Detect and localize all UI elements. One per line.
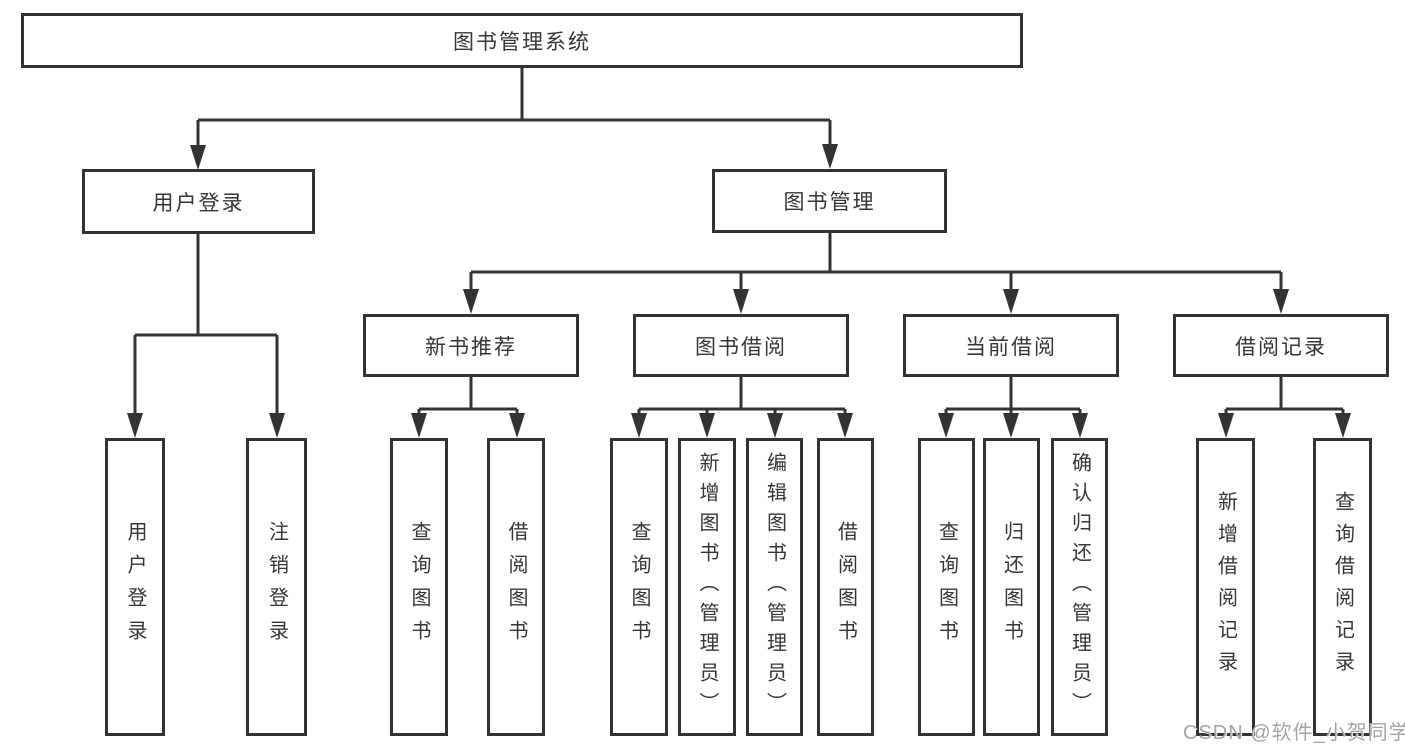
leaf-return-book-label: 归还图书 [1000, 521, 1023, 653]
node-root-label: 图书管理系统 [453, 30, 591, 54]
leaf-query-borrow-record-label: 查询借阅记录 [1331, 491, 1354, 683]
leaf-query-book-1: 查询图书 [390, 438, 448, 736]
node-borrowing-records-label: 借阅记录 [1235, 335, 1327, 359]
leaf-borrow-book-1: 借阅图书 [487, 438, 545, 736]
leaf-add-borrow-record-label: 新增借阅记录 [1214, 491, 1237, 683]
leaf-borrow-book-2: 借阅图书 [817, 438, 874, 736]
node-current-borrowing-label: 当前借阅 [965, 335, 1057, 359]
leaf-query-book-3-label: 查询图书 [935, 521, 958, 653]
node-book-management: 图书管理 [712, 169, 947, 233]
node-user-login: 用户登录 [82, 169, 315, 234]
node-root: 图书管理系统 [21, 13, 1023, 68]
node-book-management-label: 图书管理 [783, 191, 876, 214]
leaf-edit-book-admin: 编辑图书（管理员） [746, 438, 803, 736]
node-borrowing-records: 借阅记录 [1173, 314, 1389, 377]
leaf-query-book-2: 查询图书 [610, 438, 668, 736]
leaf-add-book-admin: 新增图书（管理员） [678, 438, 736, 736]
leaf-query-book-3: 查询图书 [918, 438, 975, 736]
leaf-user-login: 用户登录 [105, 438, 165, 736]
node-book-borrowing: 图书借阅 [633, 314, 849, 377]
leaf-logout: 注销登录 [246, 438, 307, 736]
leaf-borrow-book-1-label: 借阅图书 [505, 521, 527, 653]
leaf-query-borrow-record: 查询借阅记录 [1313, 438, 1372, 736]
leaf-return-book: 归还图书 [983, 438, 1040, 736]
leaf-logout-label: 注销登录 [265, 521, 288, 653]
leaf-confirm-return-admin-label: 确认归还（管理员） [1068, 452, 1091, 722]
leaf-query-book-2-label: 查询图书 [628, 521, 650, 653]
leaf-confirm-return-admin: 确认归还（管理员） [1051, 438, 1108, 736]
leaf-edit-book-admin-label: 编辑图书（管理员） [763, 452, 786, 722]
csdn-watermark: CSDN @软件_小贺同学 [1183, 722, 1405, 744]
leaf-query-book-1-label: 查询图书 [408, 521, 430, 653]
node-new-book-recommend-label: 新书推荐 [425, 335, 517, 359]
leaf-add-borrow-record: 新增借阅记录 [1196, 438, 1255, 736]
node-new-book-recommend: 新书推荐 [363, 314, 579, 377]
node-current-borrowing: 当前借阅 [903, 314, 1119, 377]
node-user-login-label: 用户登录 [152, 191, 245, 215]
leaf-add-book-admin-label: 新增图书（管理员） [696, 452, 718, 722]
leaf-user-login-label: 用户登录 [124, 521, 146, 653]
node-book-borrowing-label: 图书借阅 [695, 335, 787, 359]
leaf-borrow-book-2-label: 借阅图书 [834, 521, 857, 653]
